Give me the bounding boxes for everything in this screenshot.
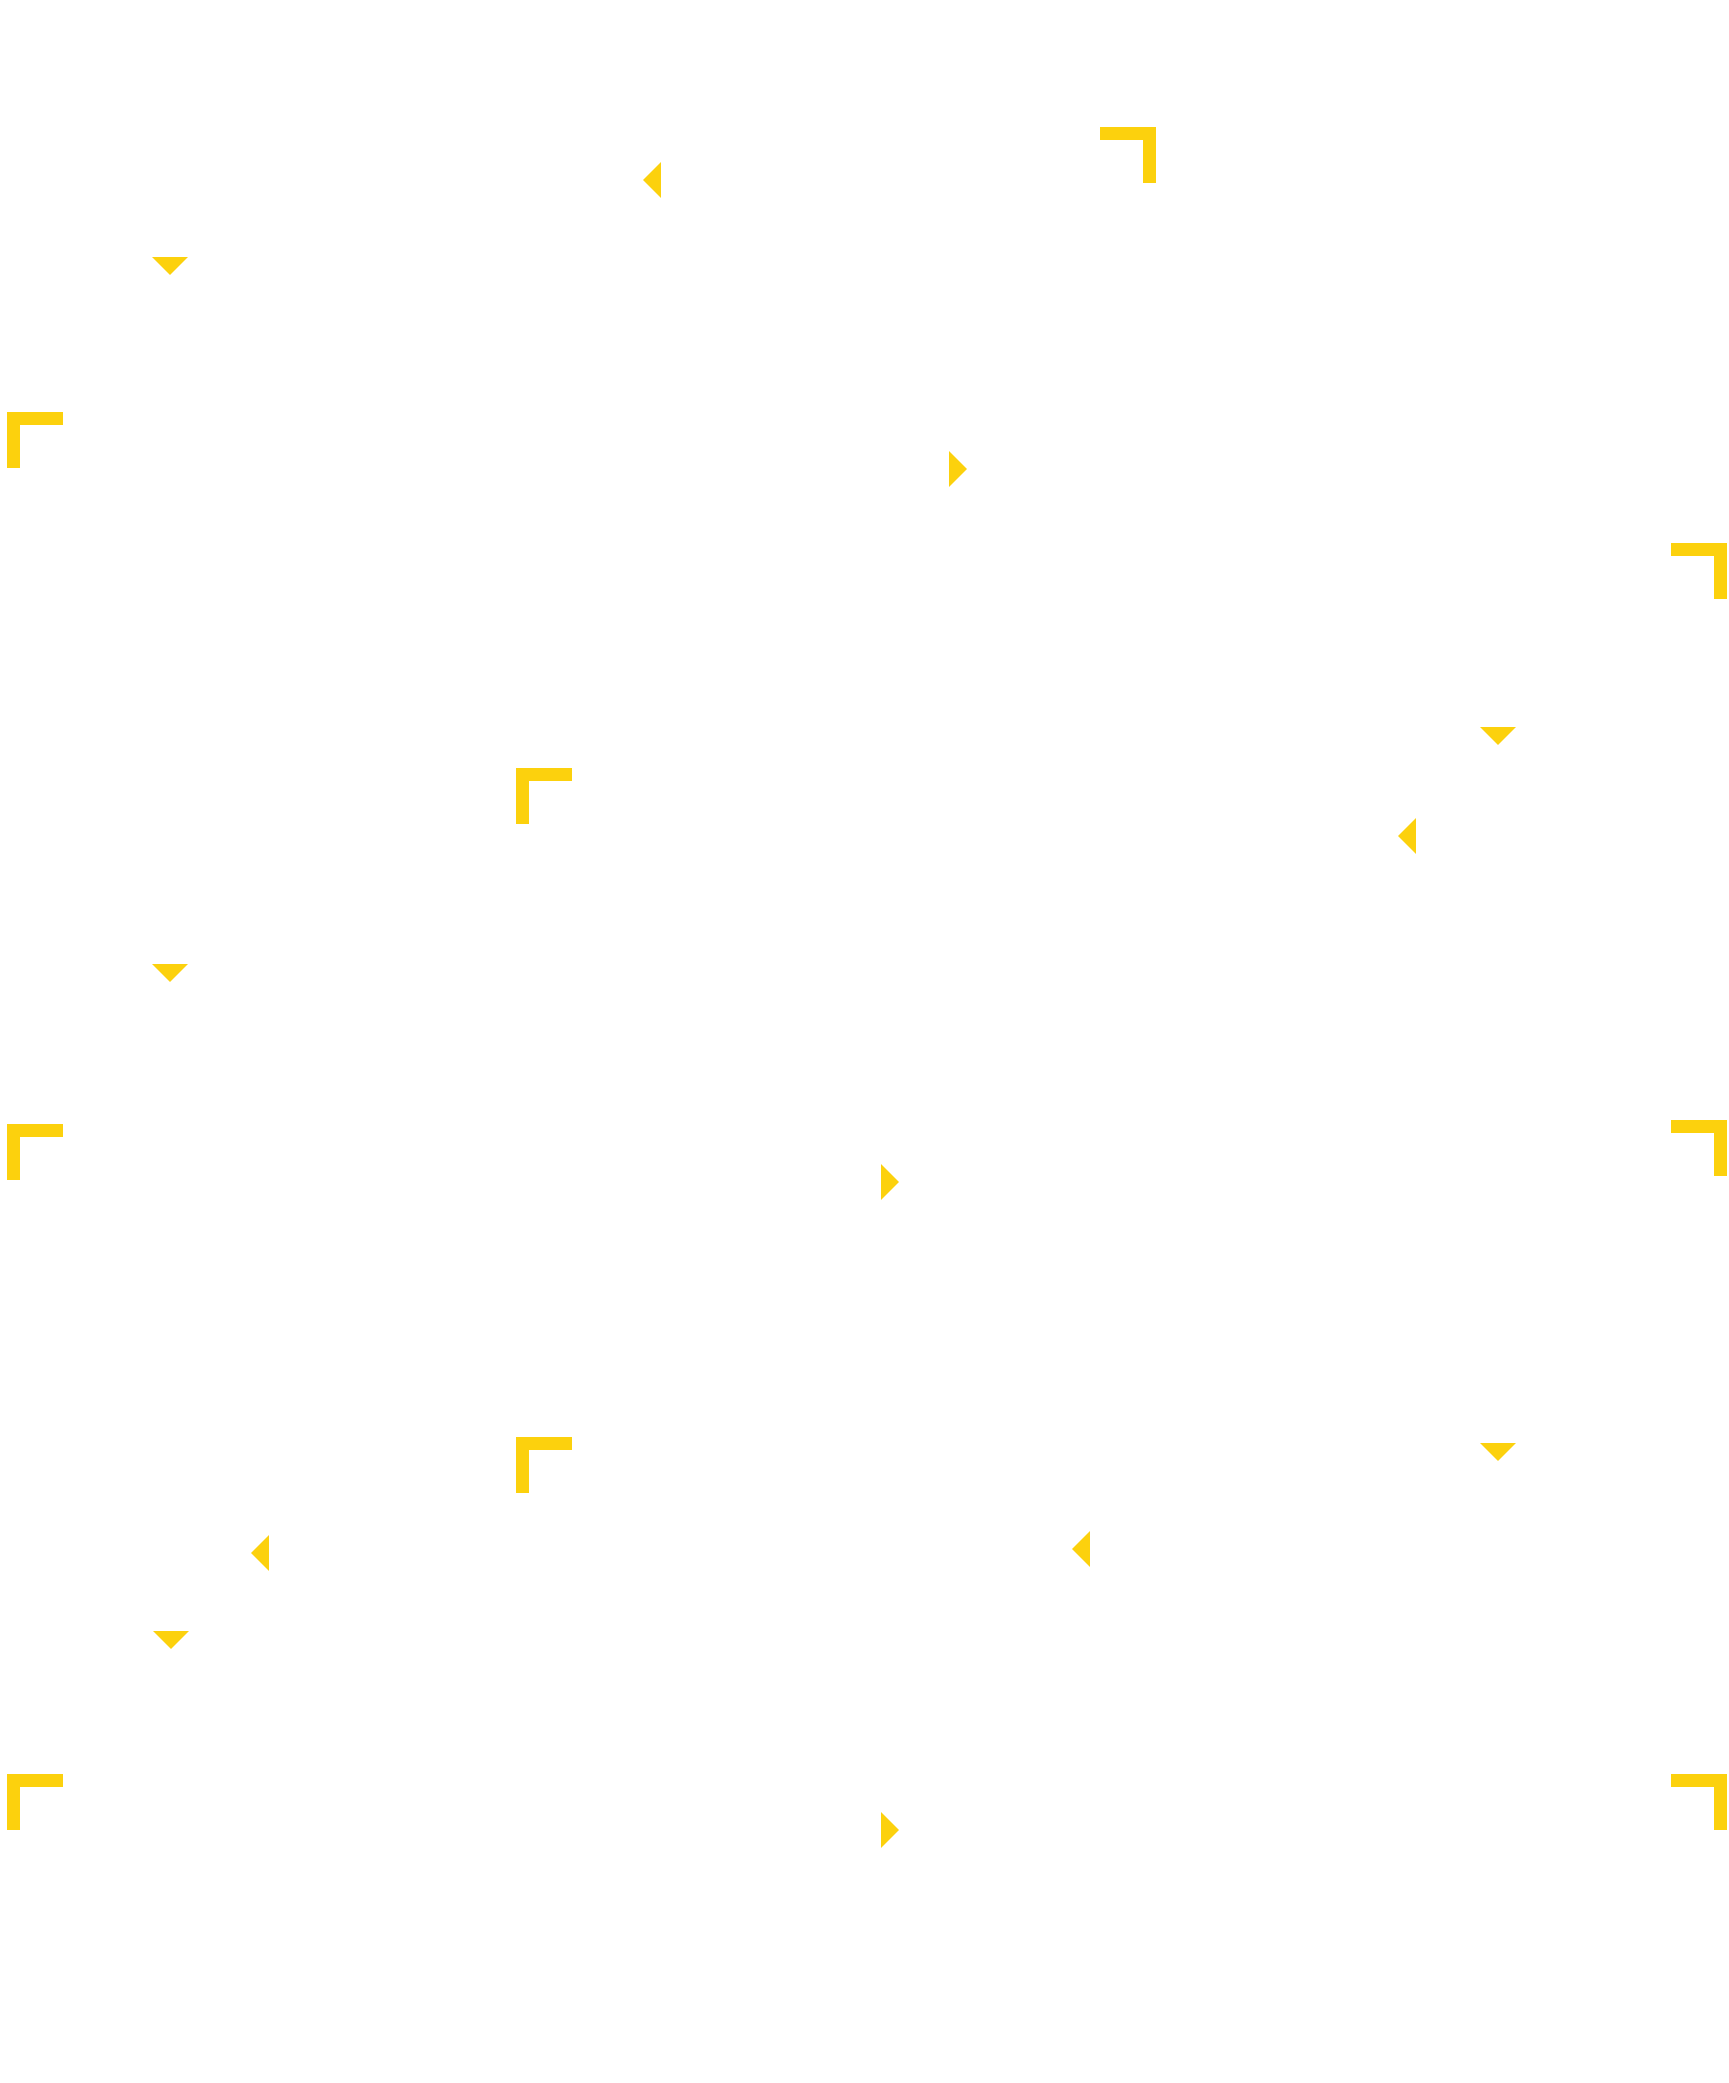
arrow-right-icon	[881, 1812, 899, 1848]
arrow-left-icon	[251, 1535, 269, 1571]
corner-bracket-top-right-icon	[1671, 1120, 1727, 1176]
corner-bracket-top-right-icon	[1100, 127, 1156, 183]
marks-layer	[7, 127, 1727, 1848]
corner-bracket-top-left-icon	[7, 1124, 63, 1180]
arrow-down-icon	[1480, 727, 1516, 745]
corner-bracket-top-left-icon	[7, 412, 63, 468]
arrow-left-icon	[1072, 1531, 1090, 1567]
arrow-left-icon	[1398, 818, 1416, 854]
arrow-right-icon	[949, 451, 967, 487]
corner-bracket-top-right-icon	[1671, 543, 1727, 599]
arrow-down-icon	[152, 257, 188, 275]
corner-bracket-top-left-icon	[516, 768, 572, 824]
arrow-down-icon	[1480, 1443, 1516, 1461]
arrow-left-icon	[643, 162, 661, 198]
corner-bracket-top-left-icon	[7, 1774, 63, 1830]
arrow-down-icon	[152, 964, 188, 982]
corner-bracket-top-right-icon	[1671, 1774, 1727, 1830]
arrow-down-icon	[153, 1631, 189, 1649]
arrow-right-icon	[881, 1164, 899, 1200]
corner-bracket-top-left-icon	[516, 1437, 572, 1493]
